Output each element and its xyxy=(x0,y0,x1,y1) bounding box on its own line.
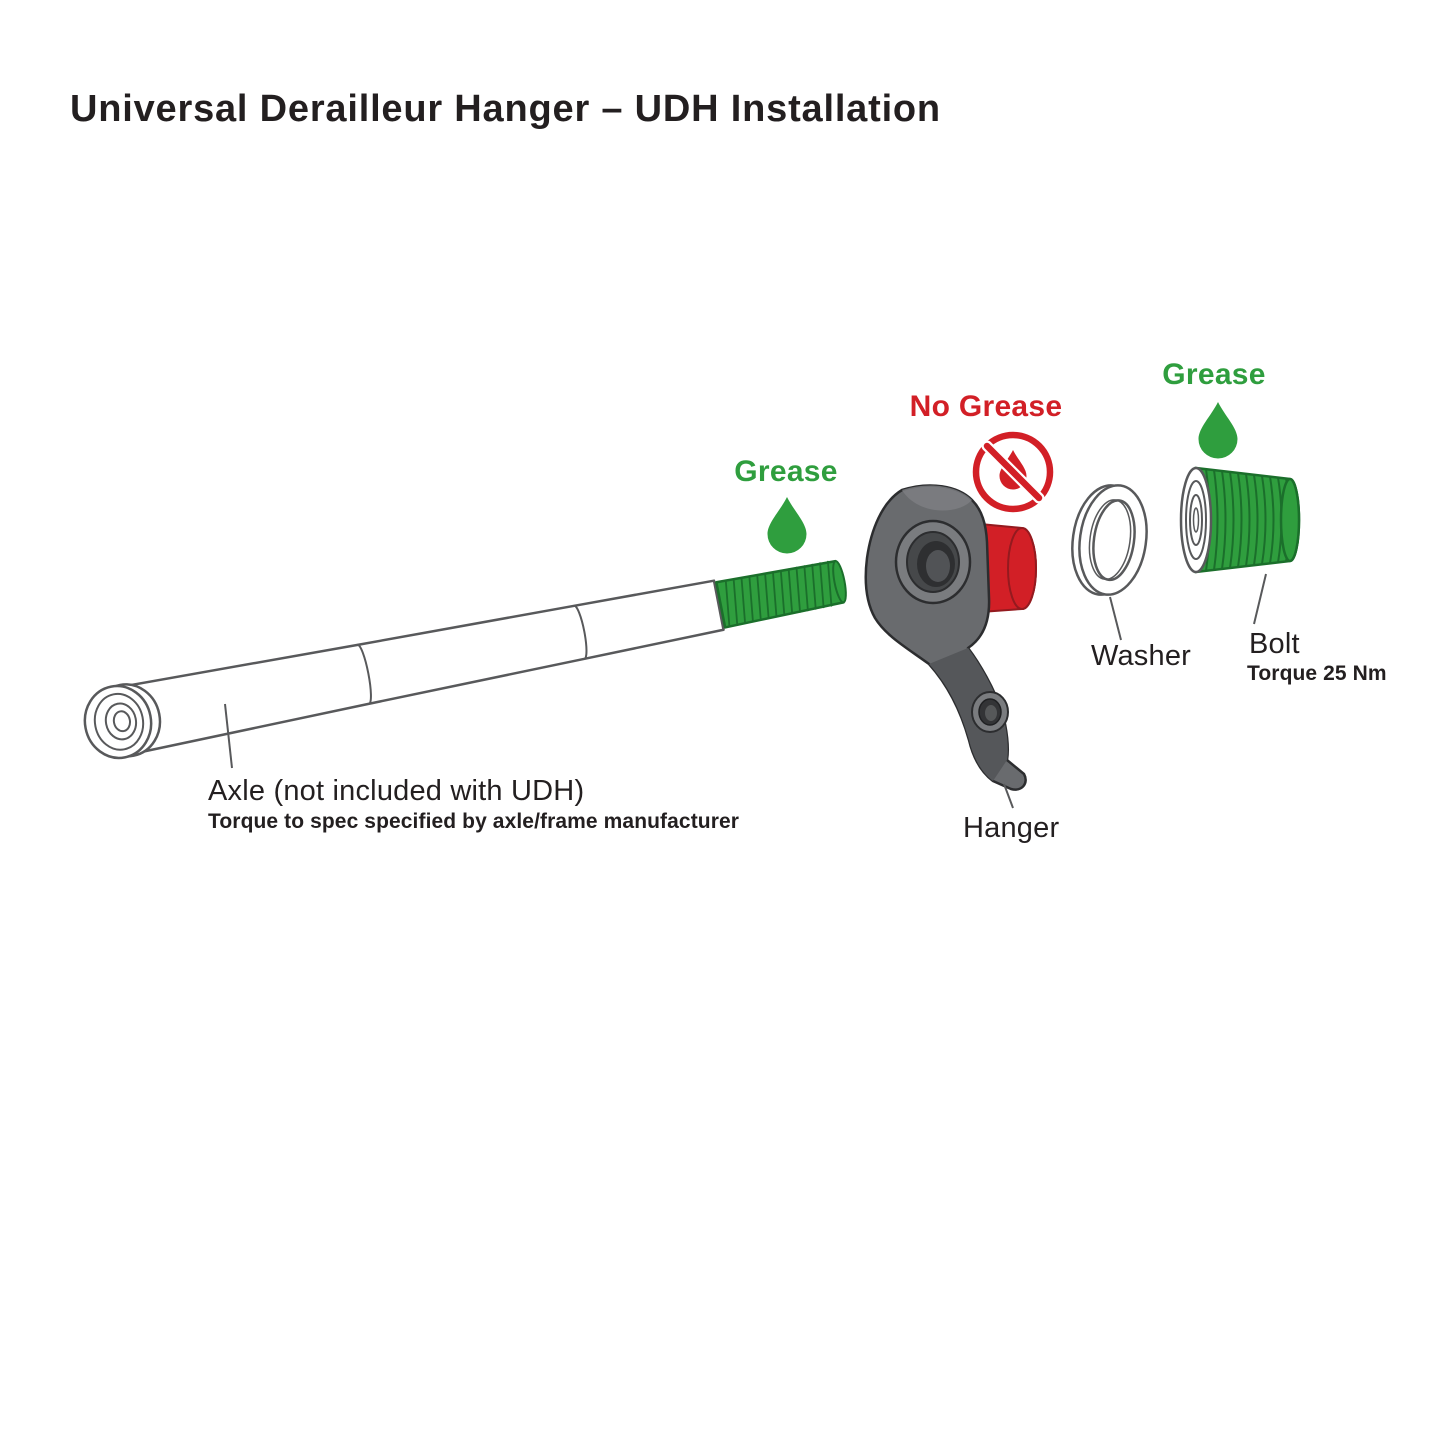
washer-illustration xyxy=(1071,484,1148,596)
grease-callout-axle: Grease xyxy=(734,455,838,488)
bolt-torque-note: Torque 25 Nm xyxy=(1247,662,1387,685)
no-grease-callout: No Grease xyxy=(909,390,1063,423)
bolt-leader-line xyxy=(1253,573,1267,625)
hanger-leader-line xyxy=(1003,783,1014,809)
bolt-flange xyxy=(1179,466,1213,574)
grease-callout-bolt: Grease xyxy=(1162,358,1266,391)
hanger-boss-red xyxy=(979,522,1037,614)
hanger-label: Hanger xyxy=(963,812,1060,844)
axle-illustration xyxy=(83,559,847,760)
no-grease-icon xyxy=(972,431,1054,513)
axle-leader-line xyxy=(224,703,233,769)
bolt-illustration xyxy=(1179,466,1301,574)
hanger-illustration xyxy=(864,484,1027,791)
washer-label: Washer xyxy=(1090,640,1192,672)
axle-torque-note: Torque to spec specified by axle/frame m… xyxy=(208,810,740,833)
hanger-bolt-hole xyxy=(971,691,1009,733)
washer-leader-line xyxy=(1109,596,1122,641)
grease-droplet-icon-axle xyxy=(767,497,807,554)
bolt-label: Bolt xyxy=(1249,628,1300,660)
axle-shaft xyxy=(120,579,725,755)
axle-threads xyxy=(715,559,847,629)
grease-droplet-icon-bolt xyxy=(1198,402,1238,459)
axle-label: Axle (not included with UDH) xyxy=(208,775,585,807)
hanger-axle-bore xyxy=(894,519,972,605)
page-title: Universal Derailleur Hanger – UDH Instal… xyxy=(70,88,941,130)
axle-head xyxy=(83,683,162,760)
